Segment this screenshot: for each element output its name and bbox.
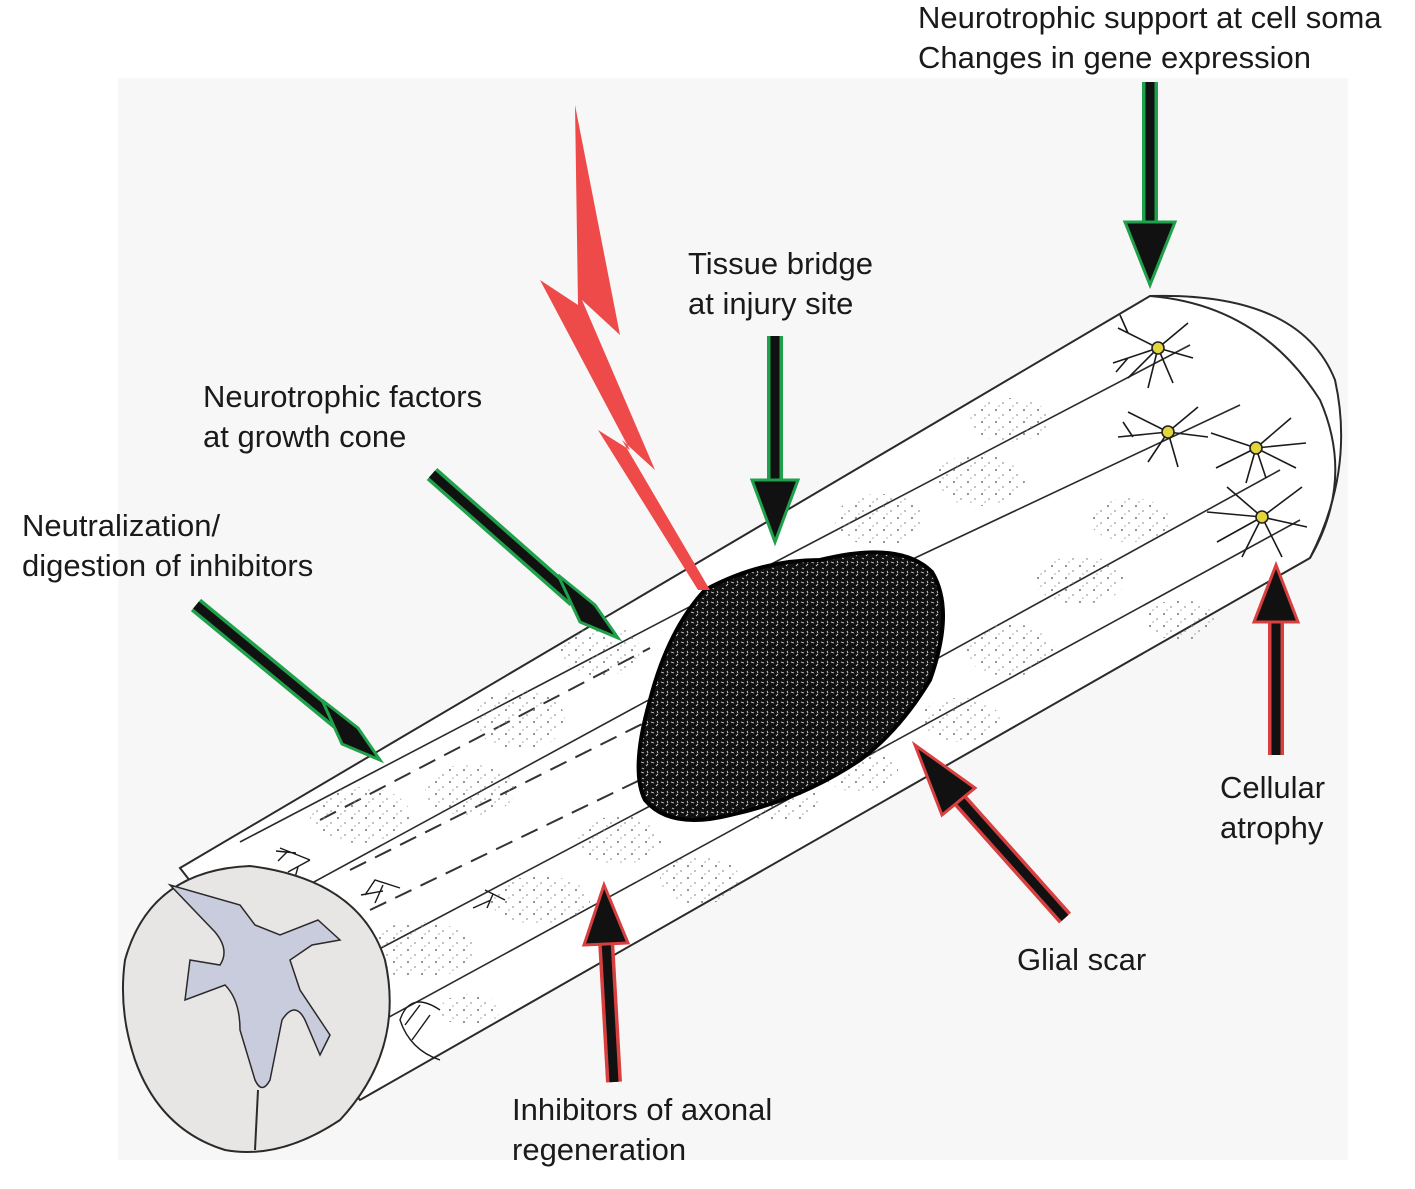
arrow-inhibitors — [581, 880, 631, 1083]
glial-scar-lesion — [636, 550, 945, 822]
inhibitors-label-line1: Inhibitors of axonal — [512, 1092, 773, 1127]
green-arrows — [190, 82, 1178, 764]
arrow-glial-scar — [911, 740, 1071, 924]
tissue-bridge-label-line2: at injury site — [688, 286, 854, 321]
soma-label-line1: Neurotrophic support at cell soma — [918, 0, 1382, 35]
red-arrows — [581, 560, 1301, 1083]
injury-lightning-bolt — [540, 105, 710, 590]
neutralization-label-line1: Neutralization/ — [22, 508, 221, 543]
growth-cone-label-line1: Neurotrophic factors — [203, 379, 483, 414]
arrow-soma — [1122, 82, 1178, 290]
arrow-atrophy — [1251, 560, 1301, 755]
tissue-bridge-label-line1: Tissue bridge — [688, 246, 873, 281]
gray-matter-butterfly — [167, 883, 342, 1089]
glial-scar-label: Glial scar — [1017, 942, 1147, 977]
arrow-neutralization — [190, 598, 385, 764]
growth-cone-label-line2: at growth cone — [203, 419, 407, 454]
neutralization-label-line2: digestion of inhibitors — [22, 548, 314, 583]
spinal-cord-cross-section — [121, 864, 391, 1153]
growth-cones — [275, 847, 506, 1061]
arrow-growth-cone — [426, 467, 623, 642]
cell-texture-patches — [310, 398, 1216, 1026]
cylinder-end-cap — [1149, 295, 1337, 559]
arrow-tissue-bridge — [749, 336, 801, 547]
atrophy-label-line1: Cellular — [1220, 770, 1326, 805]
atrophy-label-line2: atrophy — [1220, 810, 1324, 845]
inhibitors-label-line2: regeneration — [512, 1132, 687, 1167]
soma-label-line2: Changes in gene expression — [918, 40, 1311, 75]
neuron-cells — [1112, 314, 1308, 558]
